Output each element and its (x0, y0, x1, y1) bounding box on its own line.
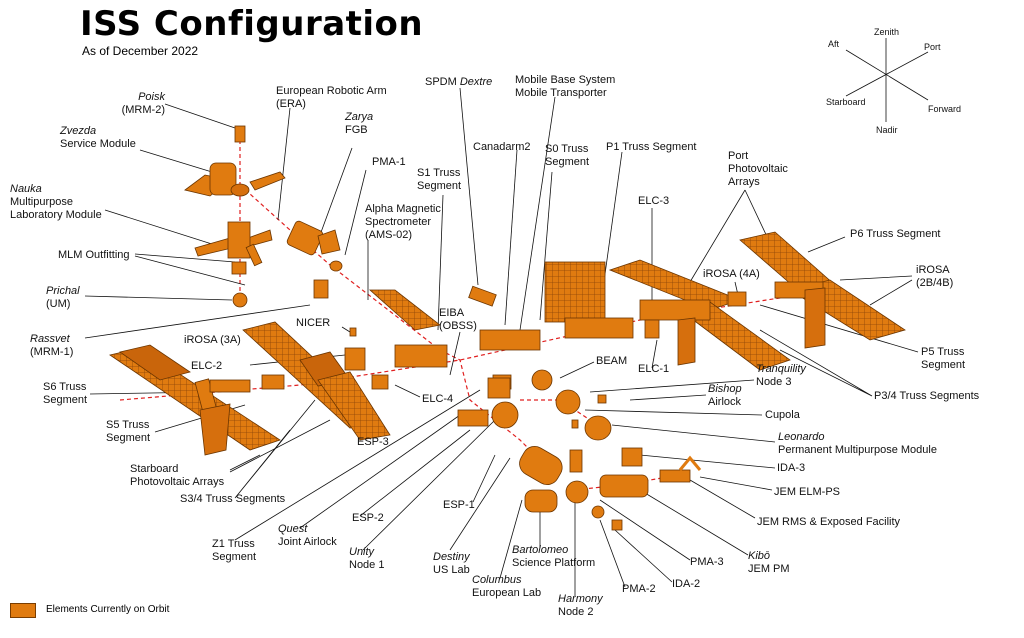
page-title: ISS Configuration (80, 4, 424, 44)
label-irosa-3a: iROSA (3A) (184, 334, 241, 346)
label-prichal: Prichal(UM) (46, 285, 80, 310)
label-irosa-2b4b: iROSA(2B/4B) (916, 264, 954, 289)
label-esp1: ESP-1 (443, 499, 475, 511)
label-jem-rms: JEM RMS & Exposed Facility (757, 516, 901, 528)
dir-zenith: Zenith (874, 27, 900, 37)
label-pma2: PMA-2 (622, 583, 656, 595)
russian-segment (184, 125, 343, 308)
label-irosa-4a: iROSA (4A) (703, 268, 760, 280)
label-era: European Robotic Arm(ERA) (276, 85, 387, 110)
dir-aft: Aft (828, 39, 840, 49)
dir-starboard: Starboard (826, 97, 866, 107)
label-ida2: IDA-2 (672, 578, 701, 590)
label-rassvet: Rassvet(MRM-1) (30, 333, 74, 358)
label-dextre: SPDM Dextre (425, 76, 493, 88)
starboard-arrays (109, 321, 391, 456)
page-subtitle: As of December 2022 (82, 44, 199, 58)
label-p6: P6 Truss Segment (850, 228, 941, 240)
dir-nadir: Nadir (876, 125, 898, 135)
label-elc4: ELC-4 (422, 393, 454, 405)
label-elc3: ELC-3 (638, 195, 670, 207)
label-pma3: PMA-3 (690, 556, 724, 568)
label-esp3: ESP-3 (357, 436, 389, 448)
label-beam: BEAM (596, 355, 628, 367)
dir-forward: Forward (928, 104, 962, 114)
dir-port: Port (924, 42, 941, 52)
label-pma1: PMA-1 (372, 156, 406, 168)
leader-lines (84, 87, 919, 596)
label-nicer: NICER (296, 317, 331, 329)
label-esp2: ESP-2 (352, 512, 384, 524)
legend-label: Elements Currently on Orbit (46, 604, 170, 615)
us-segment (457, 369, 702, 531)
port-arrays (608, 231, 906, 371)
label-p34: P3/4 Truss Segments (874, 390, 980, 402)
label-elc2: ELC-2 (191, 360, 223, 372)
label-jem-elm: JEM ELM-PS (774, 486, 841, 498)
label-mlm-outfitting: MLM Outfitting (58, 249, 130, 261)
label-eiba: EIBA(OBSS) (439, 307, 477, 332)
central-truss (368, 261, 634, 390)
legend-swatch (10, 603, 36, 618)
label-poisk: Poisk(MRM-2) (121, 91, 165, 116)
orientation-compass (845, 38, 929, 122)
label-canadarm2: Canadarm2 (473, 141, 531, 153)
label-elc1: ELC-1 (638, 363, 670, 375)
label-p1: P1 Truss Segment (606, 141, 697, 153)
label-cupola: Cupola (765, 409, 800, 421)
label-s34: S3/4 Truss Segments (180, 493, 286, 505)
label-ida3: IDA-3 (777, 462, 806, 474)
